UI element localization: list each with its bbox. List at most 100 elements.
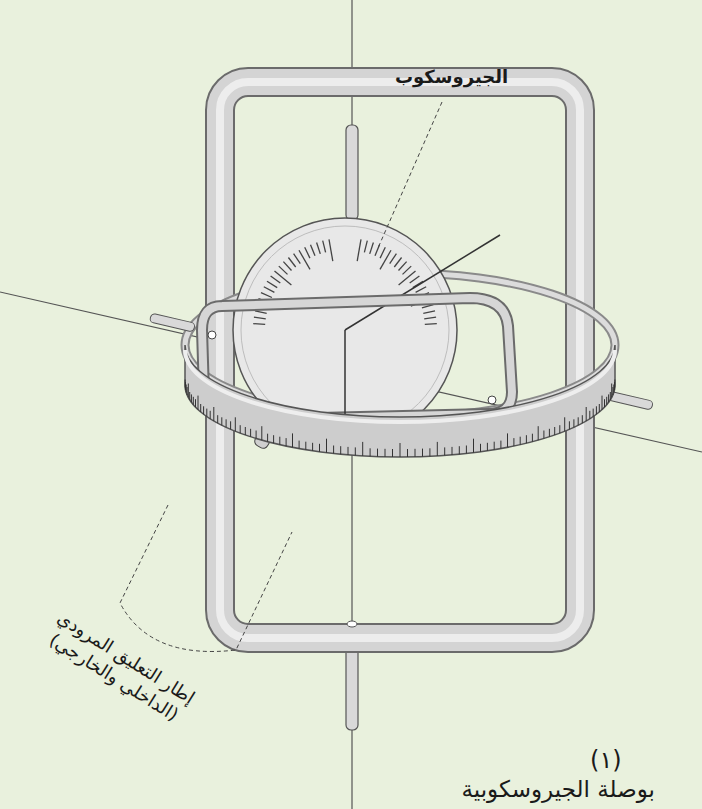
rotor-tick — [271, 276, 281, 283]
scale-tick — [370, 448, 371, 456]
scale-tick — [198, 396, 199, 410]
rotor-tick — [357, 239, 361, 261]
rotor-tick — [288, 258, 295, 268]
rotor-tick — [425, 323, 437, 325]
scale-tick — [608, 394, 609, 402]
scale-tick — [292, 433, 293, 447]
rotor-tick — [380, 250, 391, 269]
rotor-tick — [255, 311, 267, 314]
scale-tick — [596, 406, 597, 414]
scale-tick — [494, 442, 495, 450]
axis-rod — [346, 125, 358, 220]
scale-tick — [437, 442, 438, 456]
rotor-tick — [394, 258, 401, 268]
scale-tick — [520, 437, 521, 445]
scale-tick — [362, 442, 363, 456]
scale-tick — [333, 446, 334, 454]
rotor-tick — [264, 287, 275, 293]
scale-tick — [355, 447, 356, 455]
rotor-tick — [403, 266, 412, 274]
scale-tick — [235, 417, 236, 431]
scale-tick — [400, 443, 401, 457]
ring-highlight — [185, 350, 615, 422]
scale-tick — [305, 442, 306, 450]
scale-tick — [221, 417, 222, 425]
scale-tick — [203, 406, 204, 414]
rotor-tick — [275, 271, 292, 285]
scale-tick — [586, 407, 587, 421]
scale-tick — [326, 439, 327, 453]
scale-tick — [299, 441, 300, 449]
part-label: إطار التعليق المرودي (الداخلي والخارجي) — [23, 595, 216, 739]
scale-tick — [377, 449, 378, 457]
scale-tick — [230, 421, 231, 429]
scale-tick — [312, 443, 313, 451]
scale-tick — [559, 425, 560, 433]
scale-tick — [200, 404, 201, 412]
rotor-tick — [380, 247, 385, 258]
scale-tick — [422, 449, 423, 457]
rotor-tick — [283, 262, 291, 271]
scale-tick — [189, 392, 190, 400]
part-label: الجيروسكوب — [395, 66, 508, 89]
rotor-tick — [424, 317, 436, 319]
rotor-tick — [410, 276, 420, 283]
scale-tick — [273, 435, 274, 443]
scale-tick — [500, 441, 501, 449]
scale-tick — [526, 435, 527, 443]
rotor-tick — [267, 281, 277, 287]
scale-tick — [319, 444, 320, 452]
figure-number: (١) — [590, 745, 622, 775]
rotor-tick — [390, 254, 397, 264]
rotor-tick — [253, 323, 265, 325]
outer-gimbal — [220, 82, 580, 638]
scale-tick — [549, 429, 550, 437]
rotor-tick — [399, 271, 416, 285]
rotor-tick — [305, 247, 310, 258]
scale-tick — [348, 447, 349, 455]
scale-tick — [599, 404, 600, 412]
scale-tick — [573, 419, 574, 427]
pivot-pin — [607, 391, 653, 410]
scale-tick — [407, 449, 408, 457]
rotor-tick — [323, 241, 326, 253]
rotor-tick — [279, 266, 288, 274]
compass-scale-ring — [185, 345, 615, 457]
rotor-tick — [299, 250, 310, 269]
rotor-tick — [261, 293, 272, 298]
scale-tick — [452, 447, 453, 455]
scale-tick — [279, 437, 280, 445]
rotor-tick — [254, 317, 266, 319]
rotor-tick — [399, 262, 407, 271]
scale-tick — [554, 427, 555, 435]
pivot-hole — [488, 396, 496, 404]
scale-tick — [612, 387, 613, 395]
scale-tick — [610, 392, 611, 400]
scale-tick — [606, 397, 607, 405]
scale-tick — [213, 407, 214, 421]
figure-caption: بوصلة الجيروسكوبية — [461, 775, 655, 804]
scale-tick — [191, 394, 192, 402]
scale-tick — [210, 411, 211, 419]
rotor-tick — [311, 245, 316, 256]
leader-line — [378, 102, 442, 248]
scale-tick — [604, 399, 605, 407]
pivot-pin — [149, 313, 195, 332]
rotor-tick — [329, 239, 333, 261]
scale-tick — [340, 446, 341, 454]
rotor-tick — [370, 243, 374, 254]
scale-tick — [250, 429, 251, 437]
scale-tick — [240, 425, 241, 433]
scale-tick — [206, 409, 207, 417]
scale-tick — [473, 439, 474, 453]
scale-tick — [444, 447, 445, 455]
rotor-tick — [416, 287, 427, 293]
scale-tick — [582, 415, 583, 423]
rotor-tick — [294, 254, 301, 264]
scale-tick — [569, 421, 570, 429]
scale-tick — [415, 449, 416, 457]
scale-tick — [186, 385, 187, 393]
scale-tick — [187, 387, 188, 395]
scale-tick — [392, 449, 393, 457]
